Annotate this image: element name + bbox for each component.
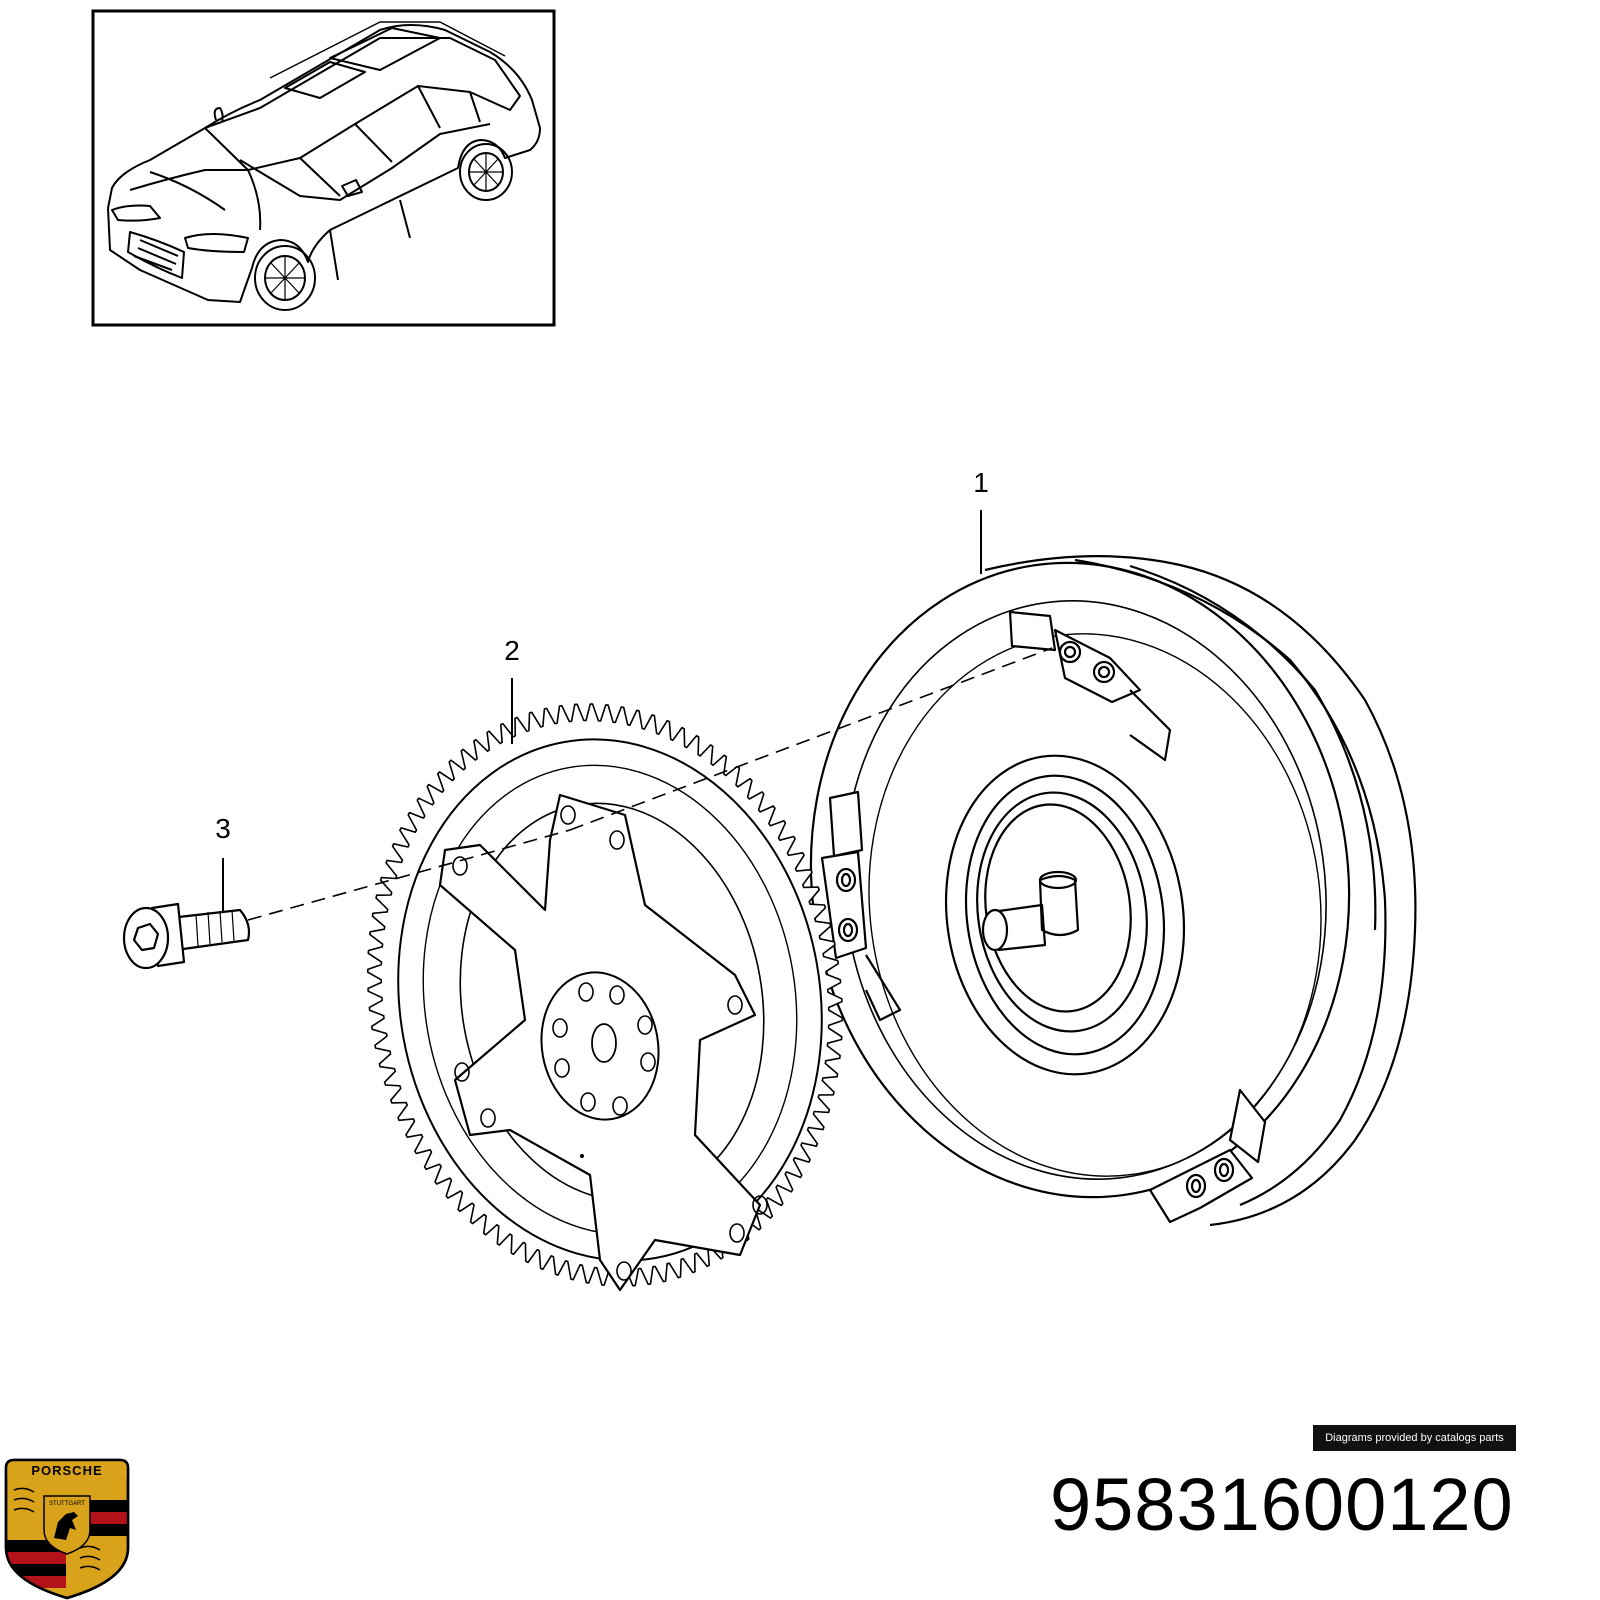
hub-bolt-circle: [552, 982, 656, 1116]
thumbnail-frame: [91, 9, 556, 327]
suv-illustration: [107, 21, 541, 311]
callout-1: 1: [973, 467, 989, 498]
converter-lug-left: [820, 790, 902, 1022]
converter-lug-bottom: [1148, 1088, 1267, 1224]
star-plate: [438, 793, 762, 1292]
callout-2: 2: [504, 635, 520, 666]
porsche-crest-logo: PORSCHE STUTTGART: [4, 1458, 130, 1600]
part-number: 95831600120: [1050, 1463, 1514, 1546]
plate-bolt-holes: [452, 805, 768, 1281]
converter-lug-top: [1008, 610, 1172, 762]
credit-badge: Diagrams provided by catalogs parts: [1313, 1425, 1516, 1451]
flex-plate: [367, 703, 843, 1292]
crest-city: STUTTGART: [49, 1501, 85, 1507]
callout-3: 3: [215, 813, 231, 844]
bolt: [122, 902, 251, 970]
callouts: [222, 510, 982, 912]
ring-gear-inner-edge: [397, 738, 823, 1262]
crest-wordmark: PORSCHE: [31, 1463, 102, 1478]
vehicle-thumbnail: [91, 9, 556, 327]
torque-converter: [809, 555, 1417, 1227]
assembly-lines: [247, 647, 1053, 921]
